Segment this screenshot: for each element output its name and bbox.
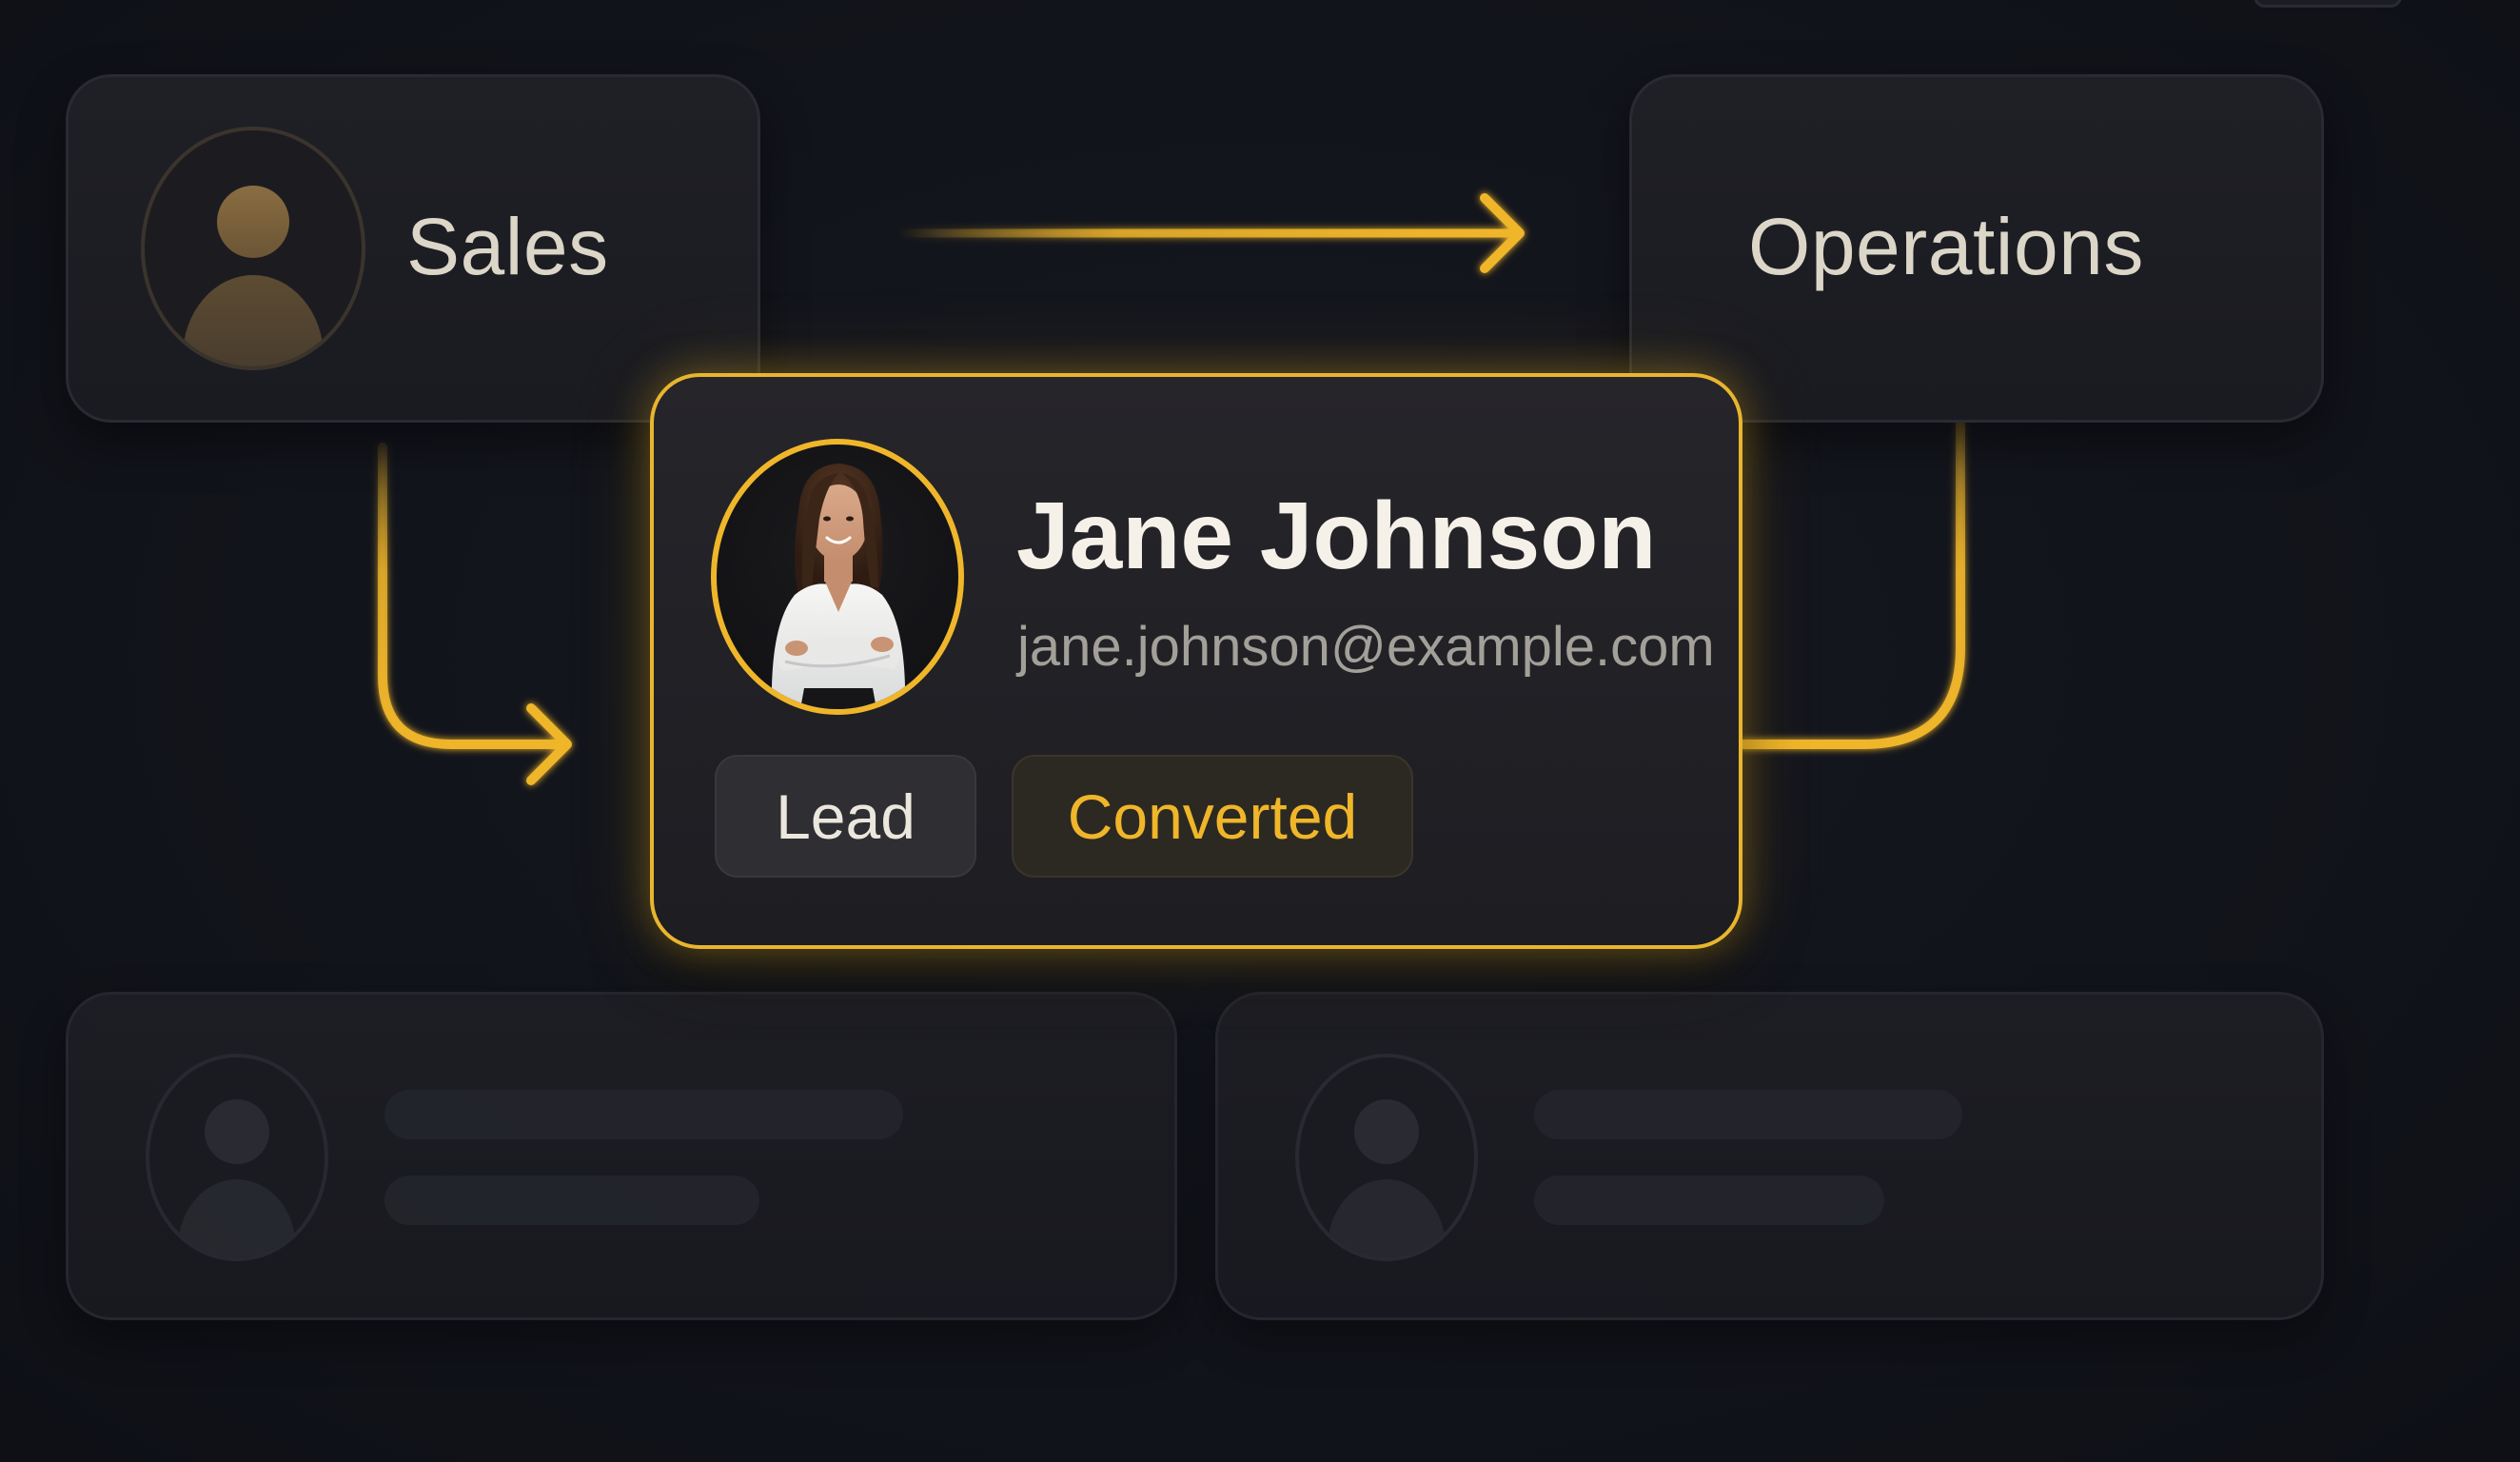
skeleton-line — [1534, 1176, 1884, 1225]
placeholder-card — [66, 992, 1177, 1320]
contact-email[interactable]: jane.johnson@example.com — [1017, 616, 1715, 678]
lead-tag[interactable]: Lead — [715, 755, 976, 878]
person-icon — [141, 127, 365, 370]
profile-photo — [711, 439, 964, 715]
sales-node-card[interactable]: Sales — [66, 74, 760, 423]
person-icon — [1295, 1054, 1478, 1261]
contact-name: Jane Johnson — [1016, 483, 1657, 589]
person-photo-icon — [771, 464, 906, 709]
skeleton-line — [384, 1176, 759, 1225]
arrow-down-right-icon — [378, 443, 572, 785]
contact-profile-card[interactable]: Jane Johnson jane.johnson@example.com Le… — [650, 373, 1742, 949]
skeleton-line — [1534, 1090, 1962, 1139]
sales-node-label: Sales — [406, 202, 609, 291]
arrow-right-icon — [895, 193, 1525, 273]
person-icon — [146, 1054, 328, 1261]
operations-node-card[interactable]: Operations — [1629, 74, 2324, 423]
connector-line — [1739, 418, 1965, 749]
placeholder-card — [1215, 992, 2324, 1320]
converted-tag[interactable]: Converted — [1012, 755, 1413, 878]
skeleton-line — [384, 1090, 903, 1139]
operations-node-label: Operations — [1748, 202, 2144, 291]
